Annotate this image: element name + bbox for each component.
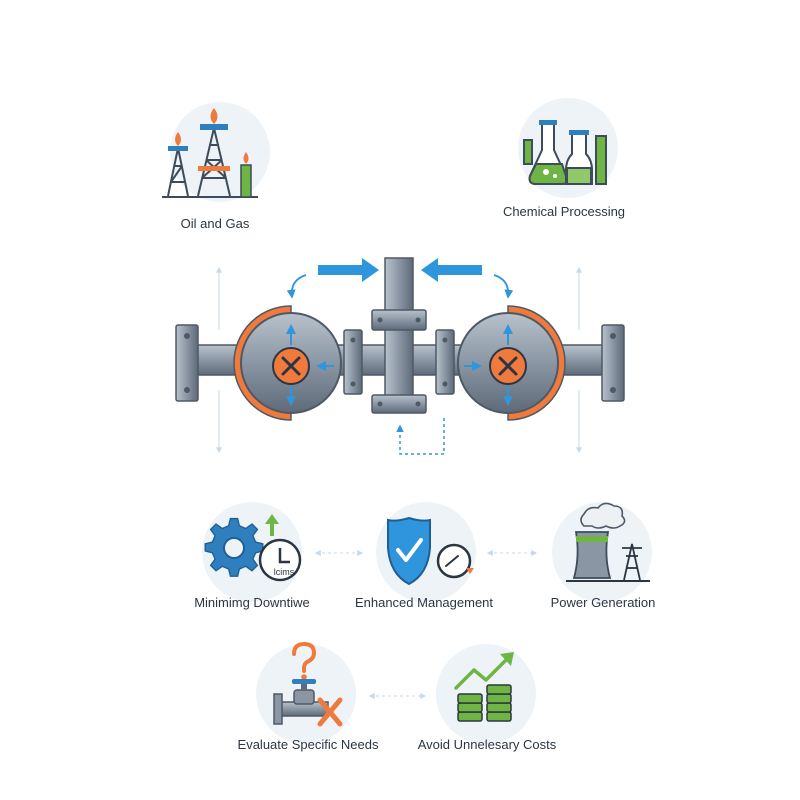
- power-plant-icon: [552, 502, 652, 602]
- oil-rig-icon: [162, 102, 270, 202]
- label-chemical: Chemical Processing: [503, 204, 625, 219]
- coins-growth-icon: [436, 644, 536, 744]
- label-oil-gas: Oil and Gas: [181, 216, 250, 231]
- clock-badge-text: lcims: [274, 567, 295, 577]
- pipe-assembly: [175, 257, 625, 421]
- gear-clock-icon: lcims: [202, 502, 302, 602]
- label-power: Power Generation: [551, 595, 656, 610]
- faint-guide-arrows: [216, 266, 582, 699]
- gauge-icon: [436, 543, 474, 579]
- label-management: Enhanced Management: [355, 595, 493, 610]
- label-costs: Avoid Unnelesary Costs: [418, 737, 557, 752]
- label-downtime: Minimimg Downtiwe: [194, 595, 310, 610]
- chemical-flasks-icon: [518, 98, 618, 198]
- label-evaluate: Evaluate Specific Needs: [238, 737, 379, 752]
- flow-arrows: [286, 258, 514, 455]
- valve-question-icon: [256, 641, 356, 744]
